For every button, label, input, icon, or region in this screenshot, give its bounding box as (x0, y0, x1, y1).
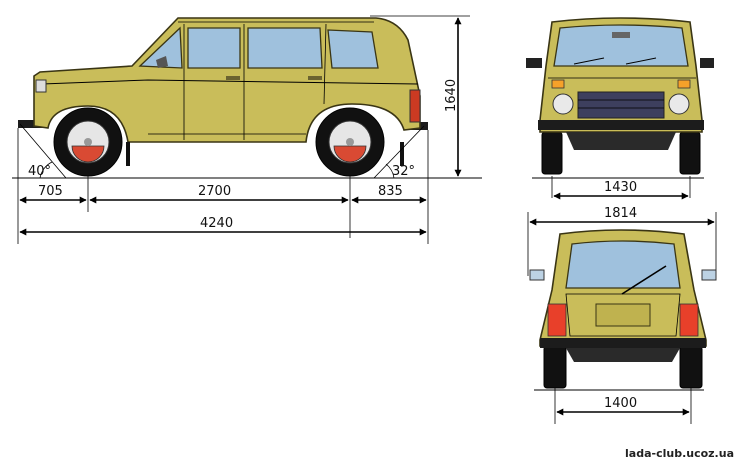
right-tail-light (679, 303, 699, 337)
rear-view-bumper (540, 338, 706, 348)
front-view-right-tire (679, 131, 701, 175)
rear-right-mirror (701, 269, 717, 281)
front-left-mirror (526, 58, 542, 68)
rear-door-window (247, 27, 323, 69)
rear-view-right-tire (679, 345, 703, 389)
front-underside (566, 132, 676, 150)
front-right-mirror (700, 58, 714, 68)
left-headlight (552, 93, 574, 115)
rear-window (565, 240, 681, 289)
rear-overhang-label: 835 (378, 184, 403, 199)
mud-flap-front (126, 142, 130, 166)
departure-angle-label: 32° (392, 164, 415, 179)
watermark: lada-club.ucoz.ua (625, 447, 734, 460)
rear-wheel (315, 107, 385, 177)
tailgate-outline (565, 293, 681, 337)
right-indicator (677, 79, 691, 89)
front-wiper-left (573, 57, 605, 65)
license-plate-recess (595, 303, 651, 327)
grille-slats (578, 99, 664, 109)
front-view-bumper (538, 120, 704, 130)
side-headlight (35, 79, 47, 93)
front-bumper (18, 120, 48, 128)
side-mirror (156, 56, 168, 68)
rear-door-edge (323, 23, 327, 105)
rear-underside (566, 348, 680, 362)
right-headlight (668, 93, 690, 115)
approach-angle-label: 40° (28, 164, 51, 179)
approach-angle-arc (39, 161, 53, 179)
mud-flap-rear (400, 142, 404, 166)
front-wiper-right (625, 57, 657, 65)
rear-left-mirror (529, 269, 545, 281)
front-view: 1430 (526, 17, 714, 200)
overall-length-label: 4240 (200, 216, 233, 231)
front-door-handle (226, 76, 240, 80)
quarter-window (327, 29, 379, 69)
rear-track-label: 1400 (604, 396, 637, 411)
rear-door-handle (308, 76, 322, 80)
left-tail-light (547, 303, 567, 337)
left-indicator (551, 79, 565, 89)
rear-view-mirror (612, 32, 630, 38)
side-tail-light (409, 89, 421, 123)
front-view-left-tire (541, 131, 563, 175)
front-track-label: 1430 (604, 180, 637, 195)
front-windshield (553, 24, 689, 67)
front-wheel (53, 107, 123, 177)
overall-width-label: 1814 (604, 206, 637, 221)
approach-angle-line (19, 123, 67, 179)
side-belt-line (41, 79, 419, 85)
front-overhang-label: 705 (38, 184, 63, 199)
rear-view-left-tire (543, 345, 567, 389)
rear-wiper (621, 265, 667, 295)
front-door-window (187, 27, 241, 69)
rear-view: 1814 1400 (527, 206, 717, 424)
wheelbase-label: 2700 (198, 184, 231, 199)
side-view: 40° 32° 705 2700 835 4240 1640 (12, 15, 482, 244)
height-label: 1640 (444, 79, 459, 112)
departure-angle-line (373, 125, 425, 179)
front-grille (577, 91, 665, 119)
departure-angle-arc (385, 163, 395, 179)
